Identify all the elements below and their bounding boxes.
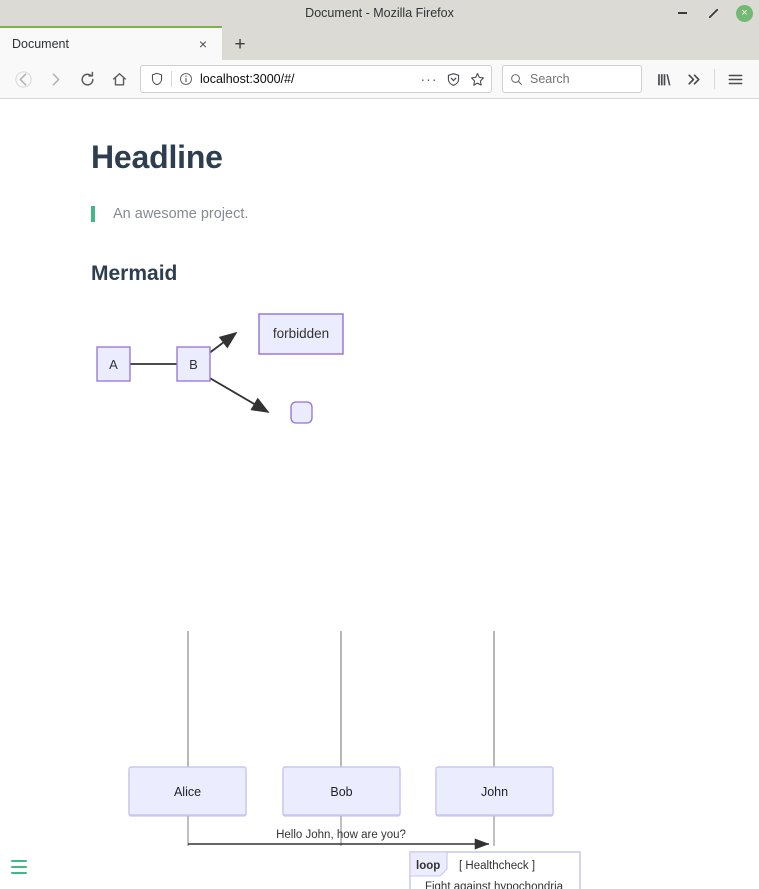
save-to-pocket-icon[interactable] xyxy=(443,69,463,89)
close-button[interactable]: × xyxy=(736,4,753,22)
message-hello-john-label: Hello John, how are you? xyxy=(276,829,406,841)
back-icon[interactable] xyxy=(8,64,38,94)
search-bar[interactable]: Search xyxy=(502,65,642,93)
tab-document[interactable]: Document × xyxy=(0,26,222,60)
flowchart-node-forbidden-label: forbidden xyxy=(273,326,329,341)
flowchart-node-forbidden[interactable]: forbidden xyxy=(258,313,344,355)
page-actions-icon[interactable]: ··· xyxy=(420,71,438,87)
reload-icon[interactable] xyxy=(72,64,102,94)
flowchart-node-empty[interactable] xyxy=(290,401,313,424)
search-placeholder: Search xyxy=(530,72,570,86)
new-tab-button[interactable]: + xyxy=(224,30,256,60)
sequence-diagram-main: Alice Bob John xyxy=(128,766,554,846)
toolbar-right xyxy=(650,65,749,93)
minimize-button[interactable] xyxy=(674,5,691,22)
page-info-icon[interactable] xyxy=(176,69,196,89)
tab-bar: Document × + xyxy=(0,26,759,60)
page-title: Headline xyxy=(91,139,223,175)
actor-alice-top[interactable]: Alice xyxy=(128,766,247,816)
flowchart-node-b-label: B xyxy=(189,357,198,372)
actor-bob-top-label: Bob xyxy=(330,785,352,799)
actor-alice-top-label: Alice xyxy=(174,785,201,799)
forward-icon[interactable] xyxy=(40,64,70,94)
actor-bob-top[interactable]: Bob xyxy=(282,766,401,816)
library-icon[interactable] xyxy=(650,65,678,93)
sequence-body: Hello John, how are you? loop [ Healthch… xyxy=(188,829,581,889)
tab-title: Document xyxy=(12,37,69,51)
app-menu-hamburger-icon[interactable] xyxy=(721,65,749,93)
flowchart-node-b[interactable]: B xyxy=(176,346,211,382)
flowchart-node-a[interactable]: A xyxy=(96,346,131,382)
search-icon xyxy=(509,69,524,89)
maximize-button[interactable] xyxy=(705,5,722,22)
overflow-chevron-icon[interactable] xyxy=(680,65,708,93)
window-controls: × xyxy=(674,0,753,26)
tracking-shield-icon[interactable] xyxy=(147,69,167,89)
navigation-toolbar: localhost:3000/#/ ··· Search xyxy=(0,60,759,99)
message-hello-john: Hello John, how are you? xyxy=(188,829,490,850)
title-bar: Document - Mozilla Firefox × xyxy=(0,0,759,26)
flowchart-diagram: A B forbidden xyxy=(96,313,344,424)
window-title: Document - Mozilla Firefox xyxy=(305,6,454,20)
section-heading-mermaid: Mermaid xyxy=(91,262,178,285)
url-text[interactable]: localhost:3000/#/ xyxy=(200,72,295,86)
loop-block: loop [ Healthcheck ] Fight against hypoc… xyxy=(409,851,581,889)
bookmark-star-icon[interactable] xyxy=(467,69,487,89)
page-content: Headline An awesome project. Mermaid xyxy=(0,99,759,889)
loop-condition-label: [ Healthcheck ] xyxy=(459,860,535,872)
tab-close-icon[interactable]: × xyxy=(198,36,208,52)
flowchart-edge-b-node xyxy=(207,376,270,413)
loop-tag-label: loop xyxy=(416,860,440,872)
project-blockquote: An awesome project. xyxy=(91,206,759,222)
loop-self-message-label: Fight against hypochondria xyxy=(425,881,564,889)
actor-john-top[interactable]: John xyxy=(435,766,554,816)
home-icon[interactable] xyxy=(104,64,134,94)
flowchart-node-a-label: A xyxy=(109,357,118,372)
url-bar[interactable]: localhost:3000/#/ ··· xyxy=(140,65,492,93)
actor-john-top-label: John xyxy=(481,785,508,799)
flowchart-edge-b-forbidden xyxy=(207,331,238,355)
footer-hamburger-icon[interactable] xyxy=(11,859,27,874)
